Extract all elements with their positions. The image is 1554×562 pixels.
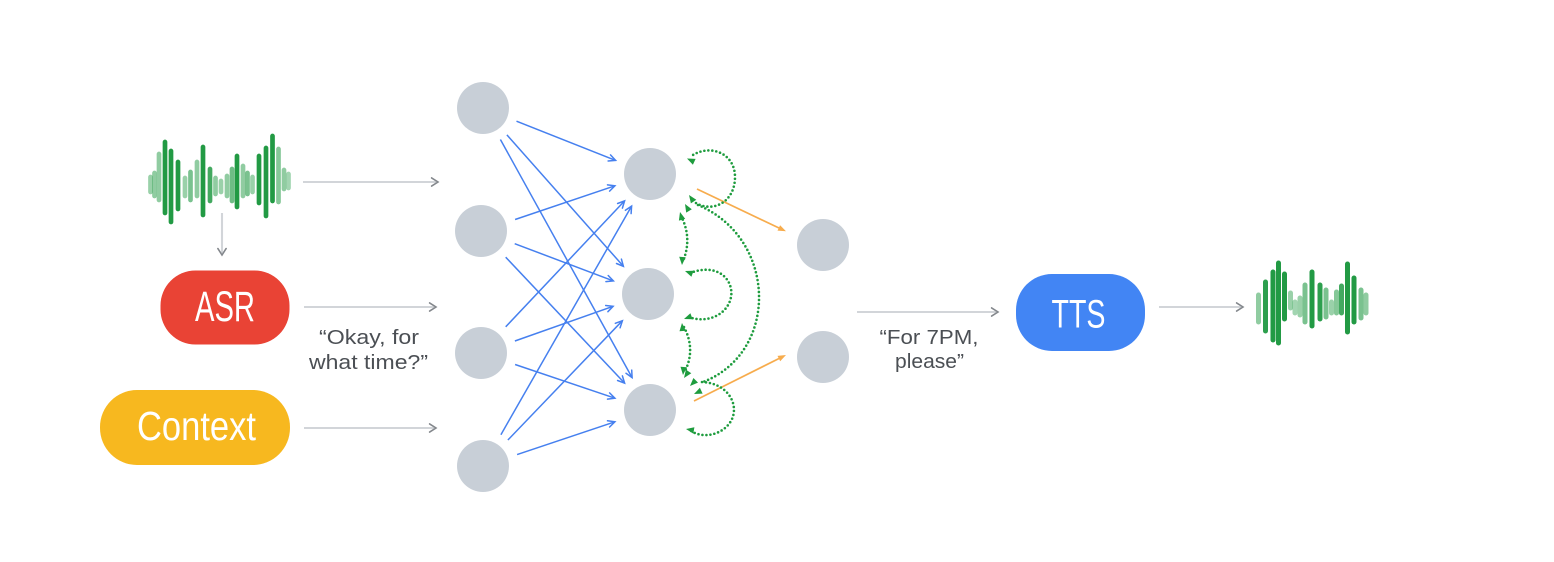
- svg-text:ASR: ASR: [195, 284, 255, 331]
- svg-text:TTS: TTS: [1052, 293, 1106, 337]
- svg-text:please”: please”: [895, 350, 964, 373]
- svg-text:“Okay, for: “Okay, for: [319, 326, 419, 349]
- svg-text:“For 7PM,: “For 7PM,: [880, 326, 979, 349]
- svg-text:what time?”: what time?”: [308, 351, 428, 374]
- svg-text:Context: Context: [137, 403, 257, 449]
